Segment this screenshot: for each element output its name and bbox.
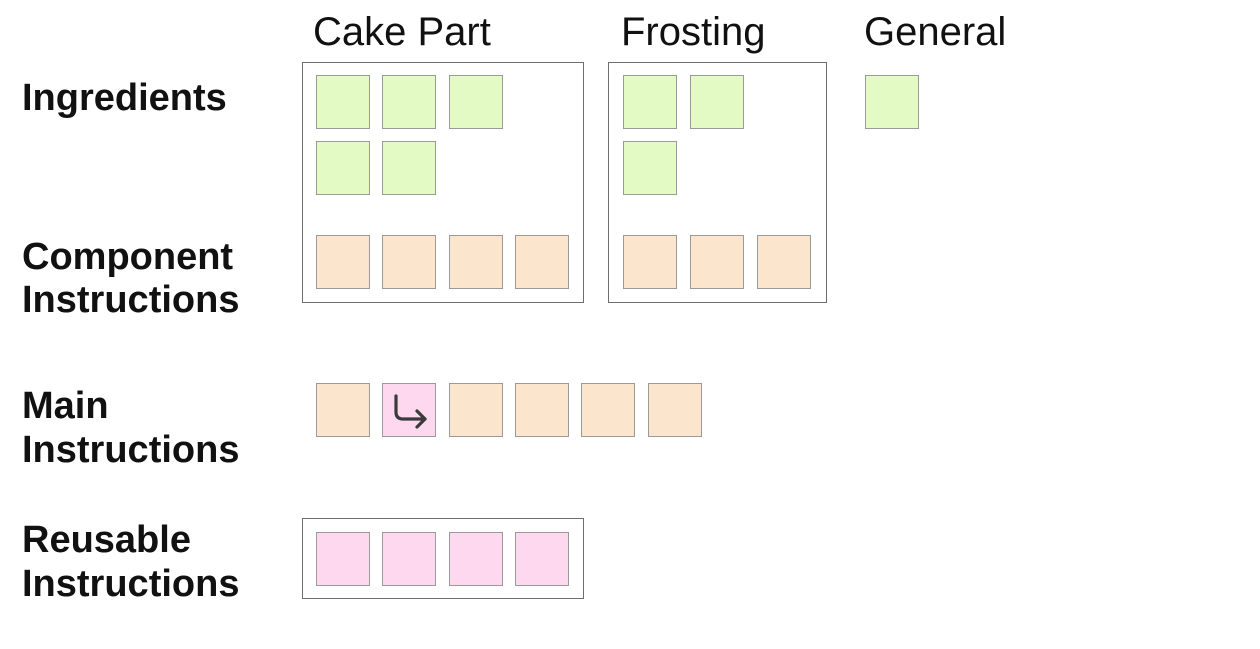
reusable-instructions-box <box>302 518 584 599</box>
column-header-frosting: Frosting <box>621 10 766 54</box>
row-label-main-instructions-line1: Main <box>22 385 109 427</box>
cake-ingredient-square <box>382 75 436 129</box>
general-ingredient-square <box>865 75 919 129</box>
reusable-instruction-square <box>515 532 569 586</box>
main-instruction-square <box>648 383 702 437</box>
reusable-instruction-square <box>316 532 370 586</box>
row-label-ingredients: Ingredients <box>22 77 227 119</box>
frosting-instruction-square <box>623 235 677 289</box>
row-label-component-instructions-line2: Instructions <box>22 279 240 321</box>
cake-part-box <box>302 62 584 303</box>
row-label-reusable-instructions-line1: Reusable <box>22 519 191 561</box>
column-header-general: General <box>864 10 1007 54</box>
row-label-main-instructions-line2: Instructions <box>22 429 240 471</box>
main-instruction-reference-square <box>382 383 436 437</box>
frosting-ingredient-square <box>623 141 677 195</box>
cake-instruction-square <box>382 235 436 289</box>
frosting-box <box>608 62 827 303</box>
frosting-ingredient-square <box>623 75 677 129</box>
reusable-instruction-square <box>382 532 436 586</box>
row-label-reusable-instructions-line2: Instructions <box>22 563 240 605</box>
cake-instruction-square <box>515 235 569 289</box>
return-arrow-icon <box>394 394 427 429</box>
frosting-ingredient-square <box>690 75 744 129</box>
cake-instruction-square <box>449 235 503 289</box>
cake-ingredient-square <box>382 141 436 195</box>
main-instruction-square <box>449 383 503 437</box>
main-instruction-square <box>515 383 569 437</box>
frosting-instruction-square <box>690 235 744 289</box>
cake-ingredient-square <box>316 141 370 195</box>
cake-ingredient-square <box>316 75 370 129</box>
cake-instruction-square <box>316 235 370 289</box>
frosting-instruction-square <box>757 235 811 289</box>
column-header-cake-part: Cake Part <box>313 10 491 54</box>
row-label-component-instructions-line1: Component <box>22 236 234 278</box>
cake-ingredient-square <box>449 75 503 129</box>
reusable-instruction-square <box>449 532 503 586</box>
main-instruction-square <box>316 383 370 437</box>
main-instruction-square <box>581 383 635 437</box>
